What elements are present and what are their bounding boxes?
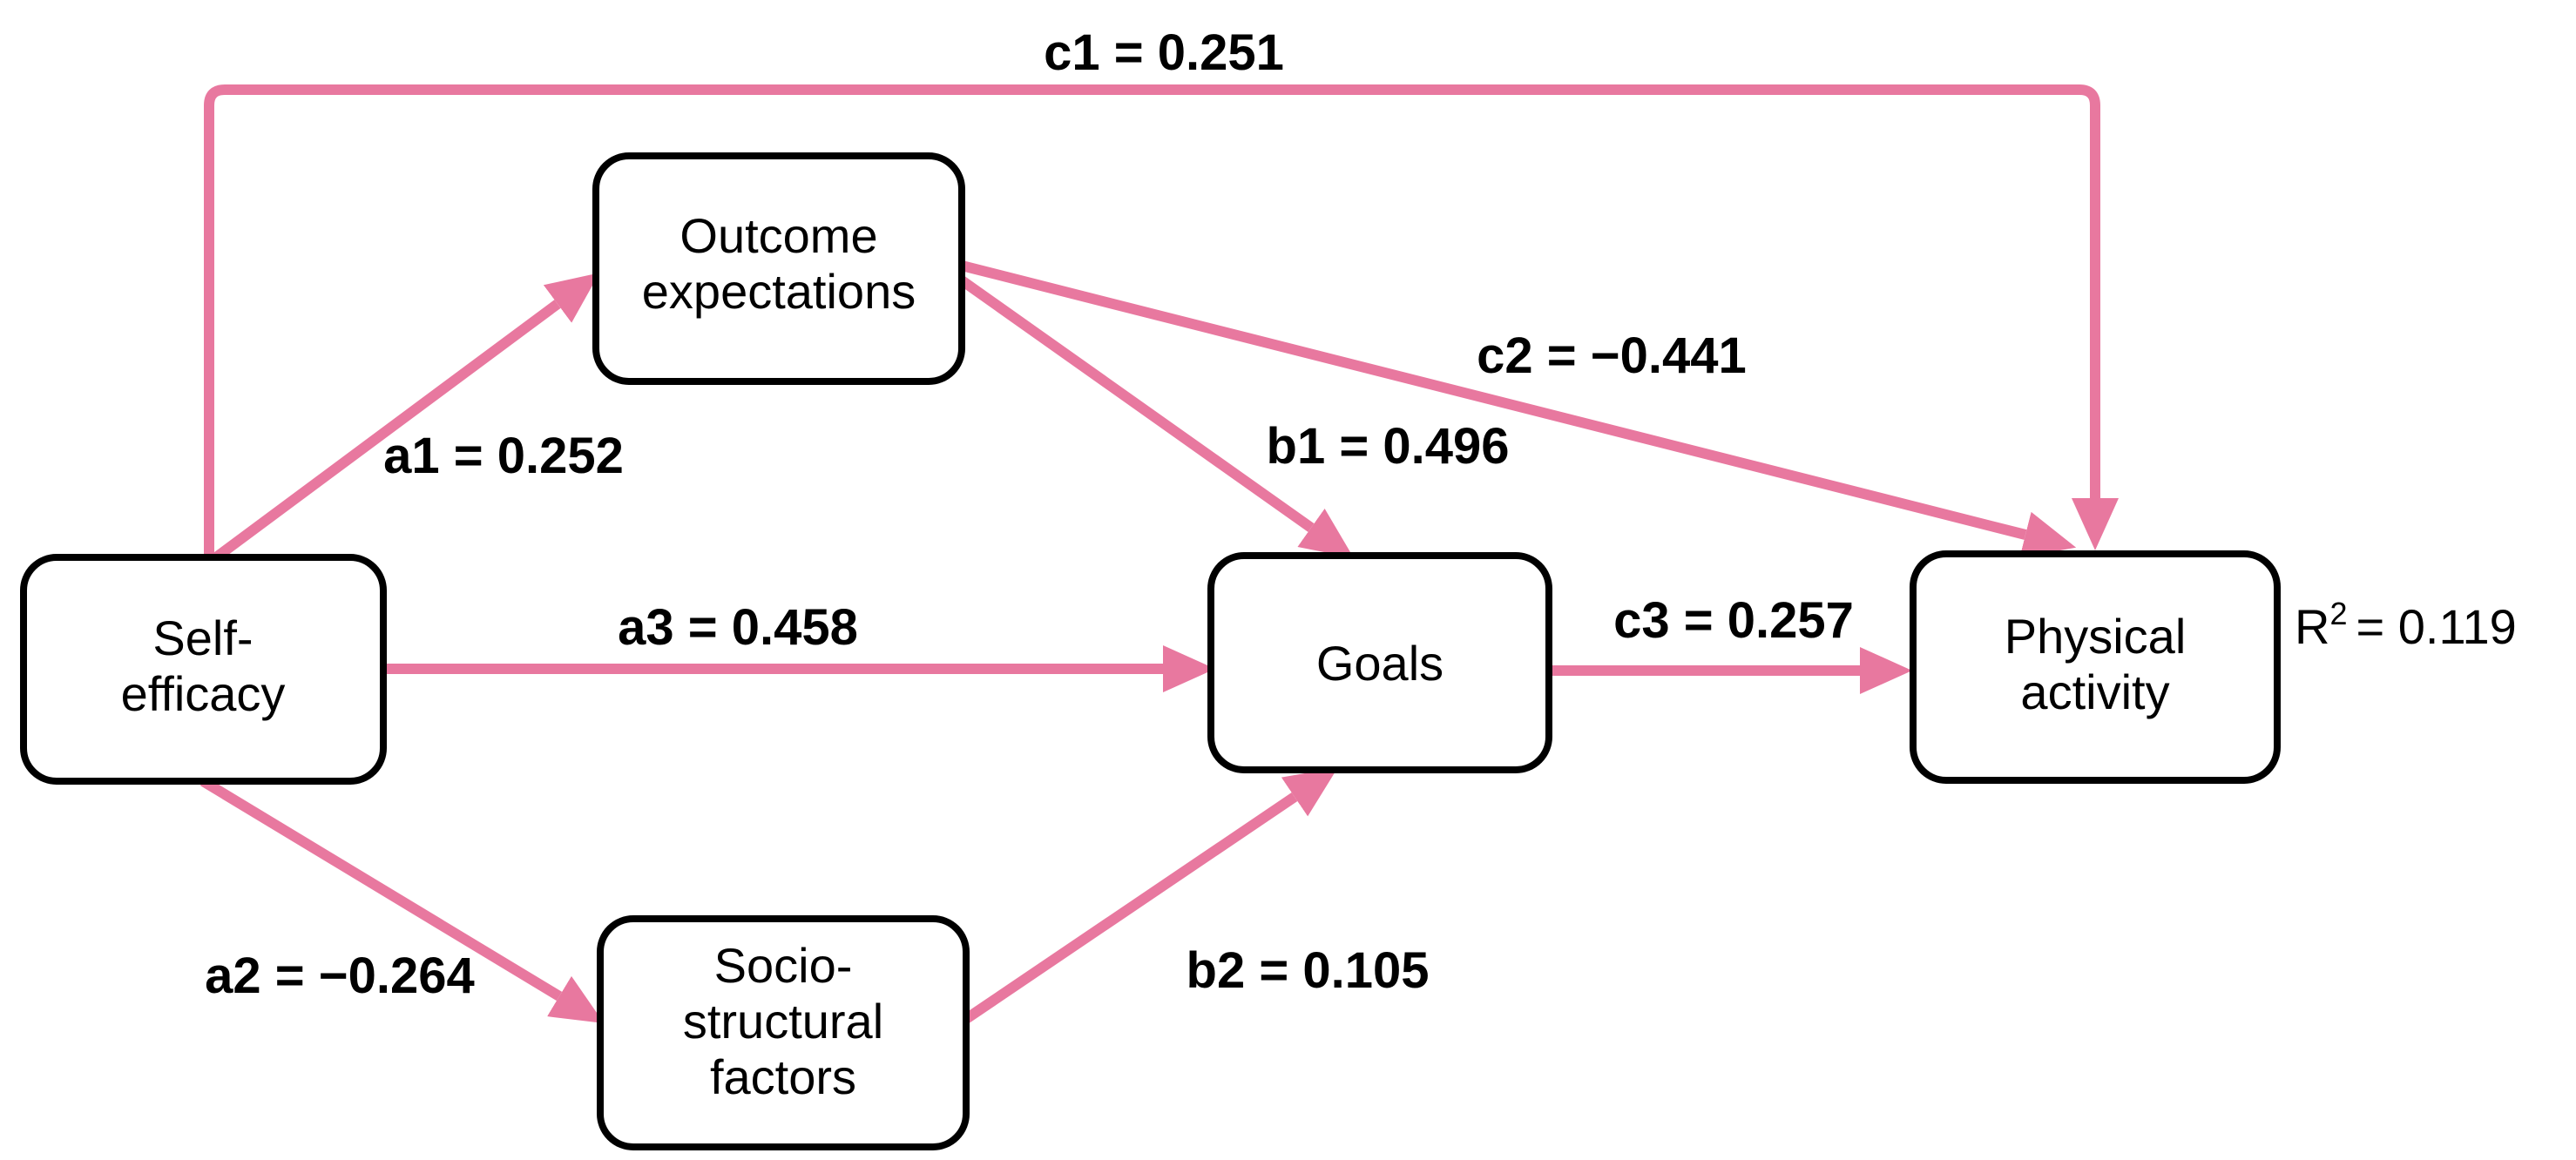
r-squared-label: R2 = 0.119 xyxy=(2295,596,2517,654)
node-box xyxy=(597,915,970,1150)
edge-a2 xyxy=(199,776,605,1024)
r-squared-superscript: 2 xyxy=(2329,596,2347,631)
edge-b1 xyxy=(958,276,1354,558)
edge-labels-group: c1 = 0.251 a1 = 0.252 a2 = −0.264 a3 = 0… xyxy=(205,24,1854,1004)
node-label-line: Self- xyxy=(152,610,253,665)
node-label-line: Goals xyxy=(1316,636,1444,691)
node-socio-structural-factors: Socio- structural factors xyxy=(597,915,970,1150)
edge-label-a1: a1 = 0.252 xyxy=(383,428,624,484)
edge-label-a2: a2 = −0.264 xyxy=(205,948,475,1004)
edges-group xyxy=(199,84,2119,1024)
node-outcome-expectations: Outcome expectations xyxy=(592,152,965,385)
node-label-line: expectations xyxy=(642,264,916,319)
node-label-line: factors xyxy=(710,1049,856,1104)
r-squared-base: R xyxy=(2295,599,2329,654)
node-label-line: activity xyxy=(2020,664,2169,719)
node-label-line: Physical xyxy=(2005,609,2187,664)
node-label-line: Socio- xyxy=(714,938,853,993)
node-label-line: efficacy xyxy=(121,666,286,721)
edge-a1 xyxy=(206,273,600,567)
edge-label-c1: c1 = 0.251 xyxy=(1044,24,1284,81)
node-box xyxy=(592,152,965,385)
node-self-efficacy: Self- efficacy xyxy=(20,554,387,785)
node-physical-activity: Physical activity xyxy=(1910,550,2281,784)
edge-label-c2: c2 = −0.441 xyxy=(1477,327,1747,384)
node-box xyxy=(20,554,387,785)
node-box xyxy=(1207,552,1552,773)
node-goals: Goals xyxy=(1207,552,1552,773)
r-squared-value: = 0.119 xyxy=(2356,599,2516,654)
node-label-line: structural xyxy=(683,994,883,1049)
edge-label-b1: b1 = 0.496 xyxy=(1267,418,1510,475)
edge-label-b2: b2 = 0.105 xyxy=(1187,942,1430,999)
edge-b2 xyxy=(963,767,1338,1023)
node-label-line: Outcome xyxy=(679,208,877,263)
node-box xyxy=(1910,550,2281,784)
edge-c2 xyxy=(960,260,2077,558)
edge-c1 xyxy=(204,84,2119,563)
edge-label-a3: a3 = 0.458 xyxy=(618,599,858,656)
edge-label-c3: c3 = 0.257 xyxy=(1613,592,1854,649)
